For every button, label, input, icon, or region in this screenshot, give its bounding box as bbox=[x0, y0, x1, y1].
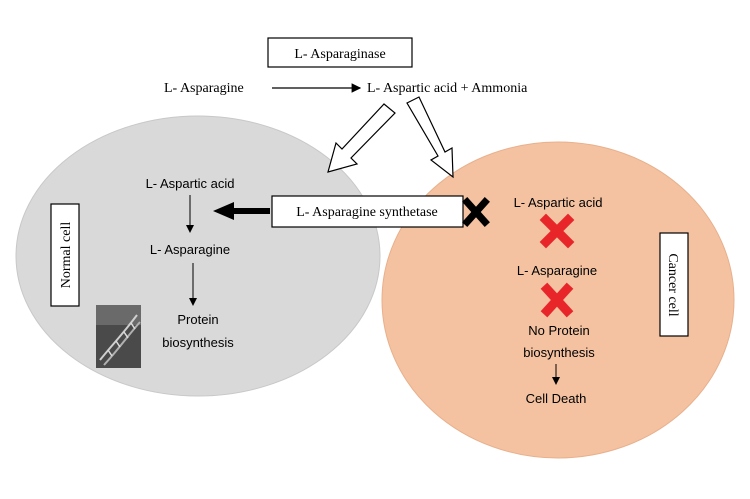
normal-cell-label: Normal cell bbox=[59, 222, 74, 289]
synthetase-label: L- Asparagine synthetase bbox=[296, 205, 438, 220]
cancer-step1: L- Aspartic acid bbox=[514, 195, 603, 210]
enzyme-box bbox=[267, 37, 413, 68]
synthetase-to-normal-arrow bbox=[213, 202, 270, 220]
cancer-step3-line1: No Protein bbox=[528, 323, 589, 338]
inhibit-cross-icon bbox=[462, 197, 490, 227]
normal-step1: L- Aspartic acid bbox=[146, 176, 235, 191]
cancer-cell-label-box bbox=[659, 232, 689, 337]
block-cross-icon-2 bbox=[540, 282, 574, 318]
to-cancer-cell-arrow bbox=[406, 96, 454, 179]
block-cross-icon-1 bbox=[539, 213, 575, 249]
cancer-cell-label: Cancer cell bbox=[665, 253, 680, 316]
cancer-step3-line2: biosynthesis bbox=[523, 345, 595, 360]
reaction-products: L- Aspartic acid + Ammonia bbox=[367, 81, 528, 96]
normal-step3-line1: Protein bbox=[177, 312, 218, 327]
normal-step3-line2: biosynthesis bbox=[162, 335, 234, 350]
reaction-substrate: L- Asparagine bbox=[164, 81, 244, 96]
enzyme-label: L- Asparaginase bbox=[294, 47, 385, 62]
cancer-step4: Cell Death bbox=[526, 391, 587, 406]
cancer-step2: L- Asparagine bbox=[517, 263, 597, 278]
to-normal-cell-arrow bbox=[327, 103, 396, 173]
synthetase-box bbox=[271, 195, 464, 228]
normal-step2: L- Asparagine bbox=[150, 242, 230, 257]
normal-cell-label-box bbox=[50, 203, 80, 307]
dna-image bbox=[96, 305, 141, 368]
